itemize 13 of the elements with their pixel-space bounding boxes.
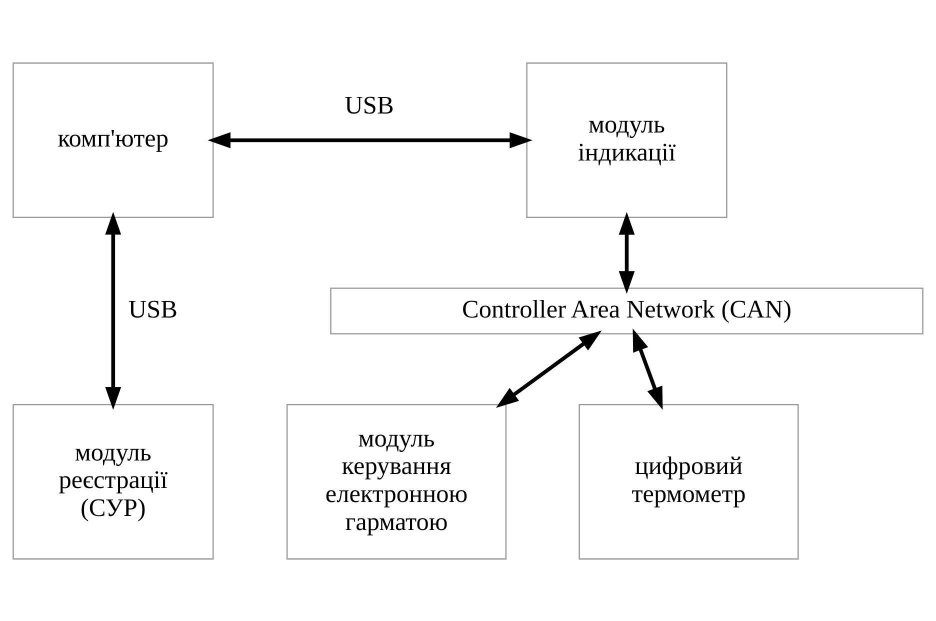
node-box: модуль керування електронною гарматою <box>286 403 507 560</box>
arrow <box>632 328 663 410</box>
edge-label: USB <box>128 294 178 323</box>
node-box: модуль реєстрації (СУР) <box>12 403 214 560</box>
edge-label: USB <box>344 91 394 120</box>
arrow <box>618 211 635 294</box>
arrow <box>496 330 602 408</box>
node-box: цифровий термометр <box>578 403 799 560</box>
node-box: комп'ютер <box>12 62 214 218</box>
arrow <box>208 132 533 148</box>
node-box: модуль індикації <box>526 62 728 218</box>
node-box: Controller Area Network (CAN) <box>330 287 924 334</box>
arrow <box>105 211 122 410</box>
